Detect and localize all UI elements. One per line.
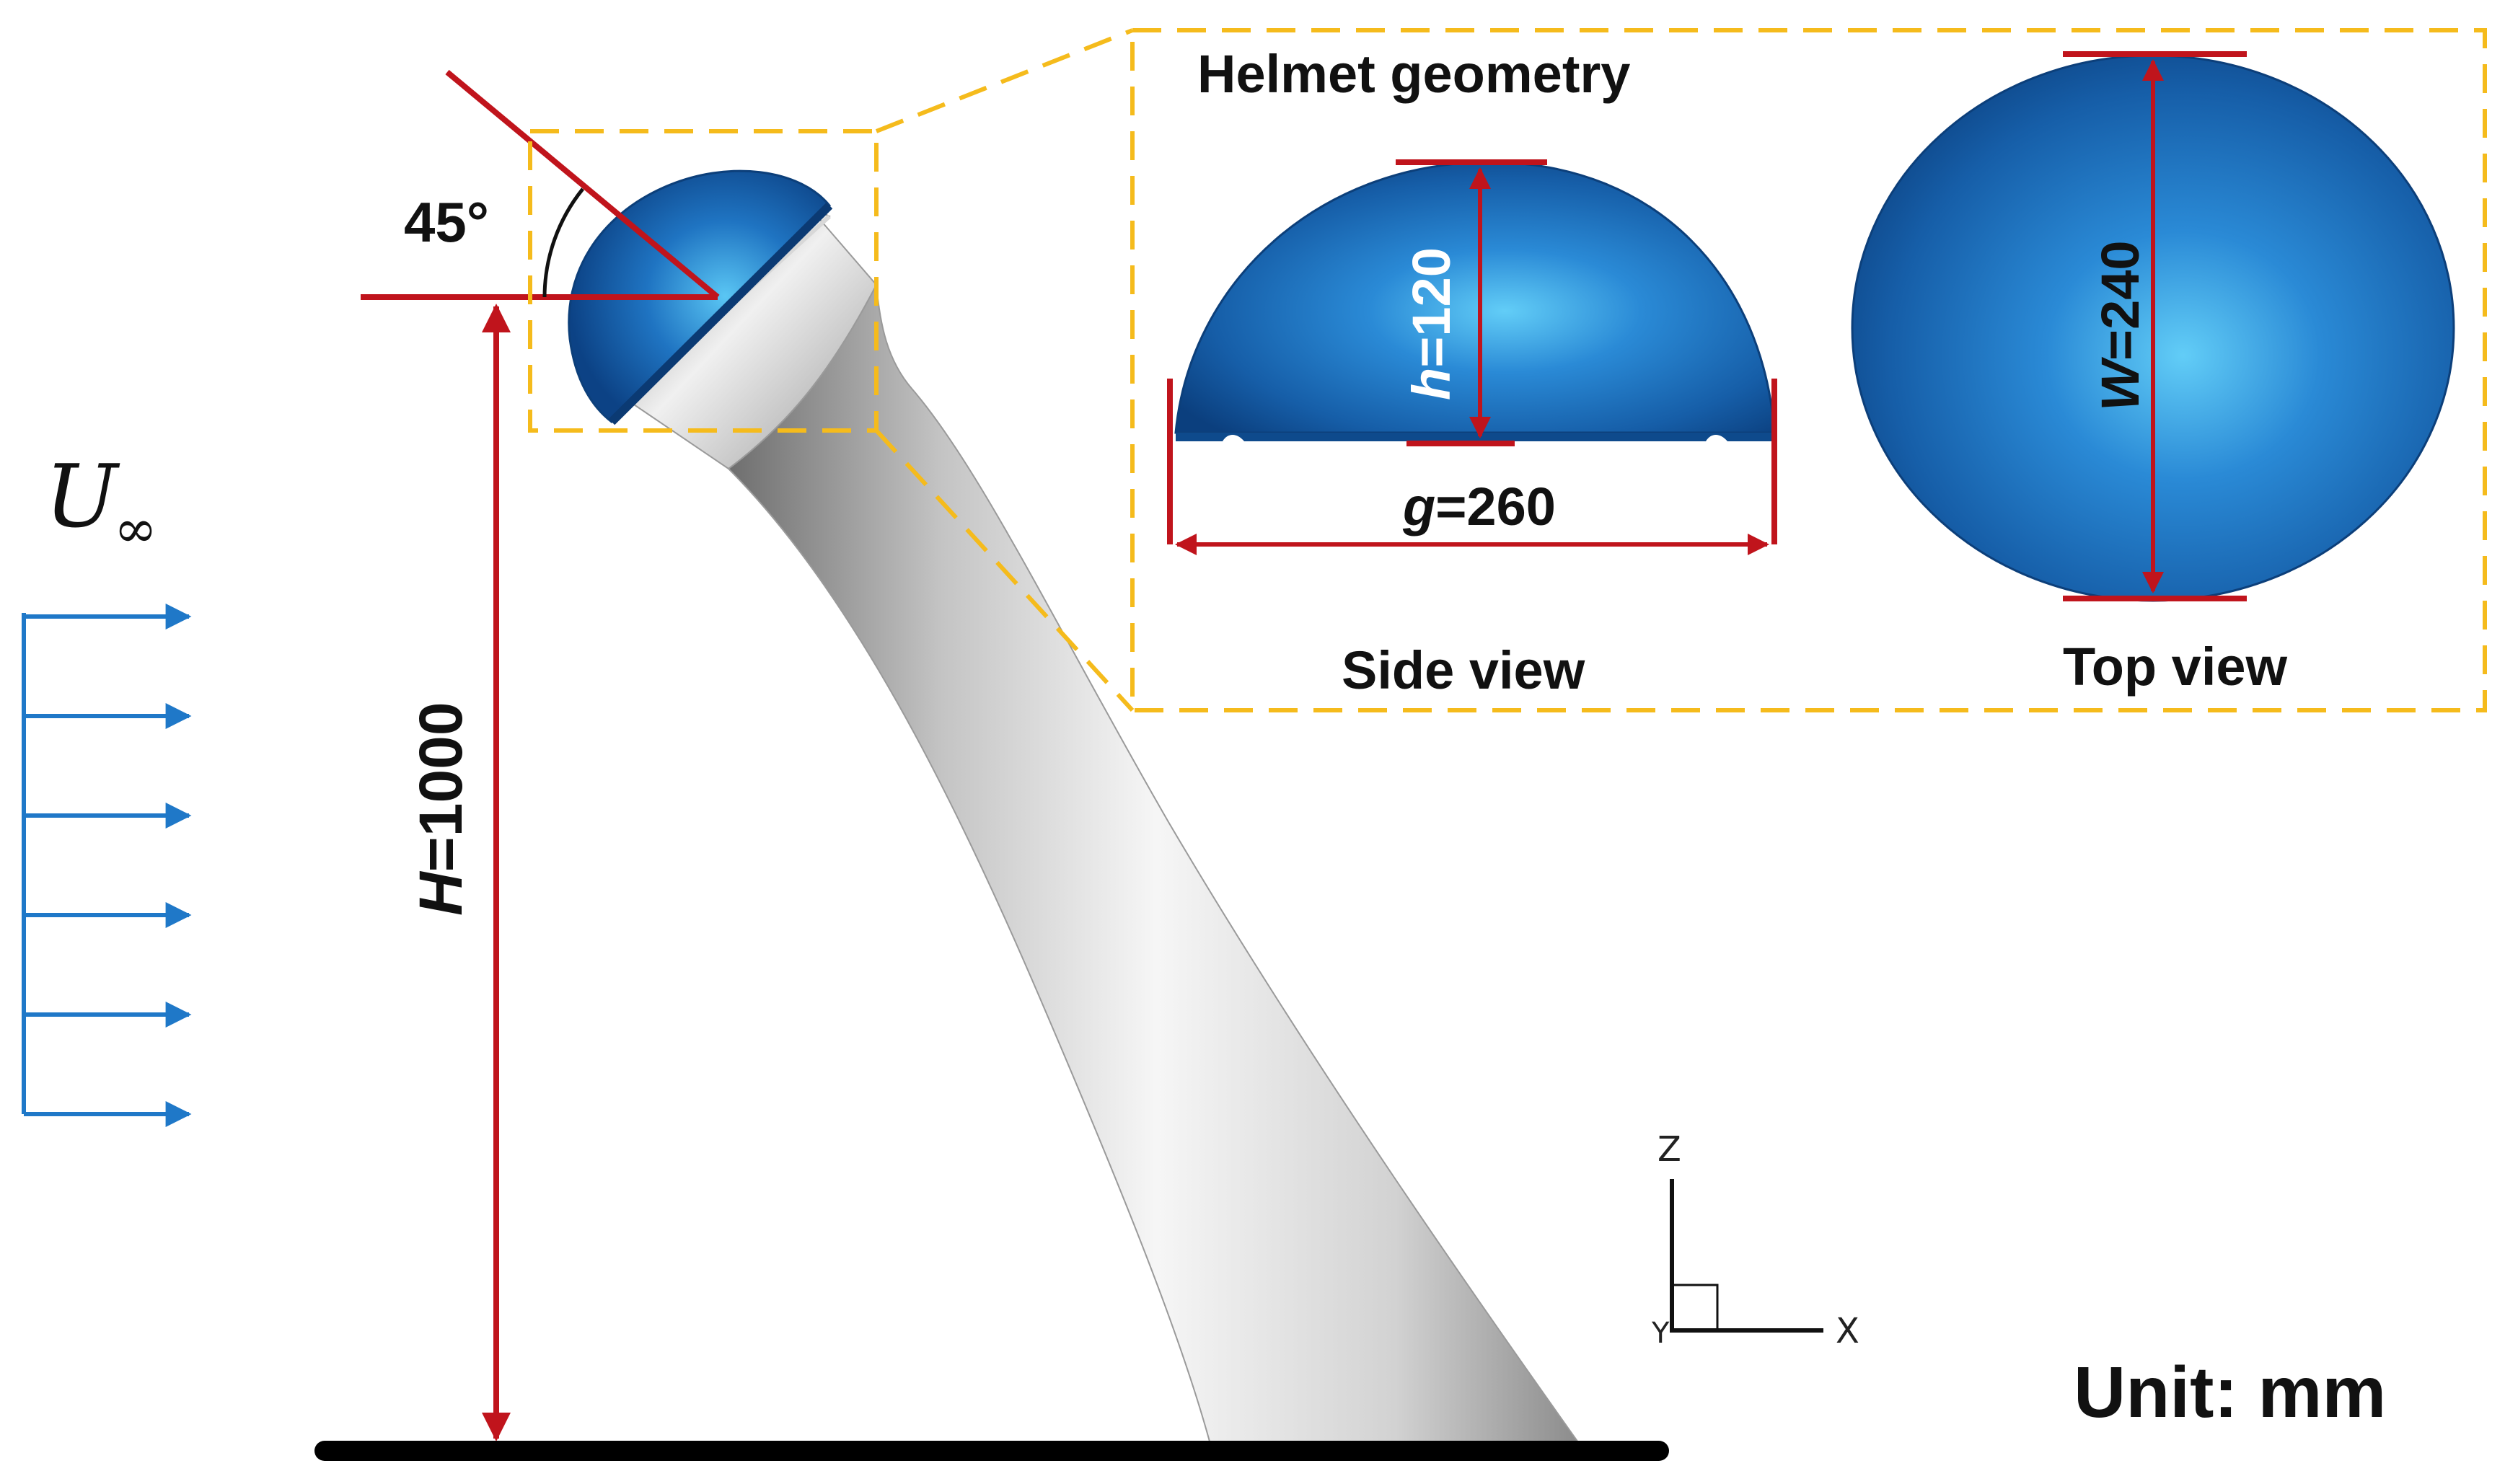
angle-inclined-line [445, 69, 720, 300]
side-view-helmet-rim [1176, 433, 1774, 441]
angle-indicator: 45° [361, 69, 720, 300]
inset-panel: Helmet geometry h=120 g=260 Side view W=… [1130, 28, 2487, 712]
inset-box [1130, 28, 2487, 712]
w-dimension-label: W=240 [2090, 240, 2150, 411]
arc-icon [542, 187, 584, 298]
freestream-profile: U ∞ [22, 447, 192, 1127]
g-dimension-label: g=260 [1402, 477, 1556, 536]
inset-connector-top [875, 28, 1134, 133]
helmet-rim [608, 202, 833, 425]
side-view: h=120 g=260 Side view [1167, 159, 1777, 700]
inset-source-box [528, 129, 879, 433]
pole-body [727, 282, 1585, 1450]
pole-shape [727, 282, 1585, 1450]
height-dimension: H=1000 [407, 304, 511, 1441]
h-dimension-label: h=120 [1401, 247, 1461, 400]
axis-y-label: Y [1651, 1317, 1670, 1350]
axis-x-label: X [1836, 1311, 1859, 1351]
side-view-helmet [1174, 161, 1776, 434]
angle-label: 45° [404, 190, 489, 254]
side-view-caption: Side view [1342, 640, 1585, 700]
inset-connector-bottom [874, 428, 1135, 712]
xyz-axis-icon: Z X Y [1651, 1129, 1859, 1351]
inset-title: Helmet geometry [1197, 44, 1630, 104]
top-view: W=240 Top view [1851, 51, 2455, 697]
top-view-caption: Top view [2063, 637, 2288, 697]
axis-corner-square [1670, 1284, 1719, 1332]
axis-z-label: Z [1657, 1129, 1681, 1170]
freestream-symbol: U [45, 447, 120, 547]
freestream-subscript: ∞ [114, 498, 157, 559]
unit-label: Unit: mm [2074, 1352, 2386, 1433]
height-dimension-label: H=1000 [407, 702, 475, 916]
